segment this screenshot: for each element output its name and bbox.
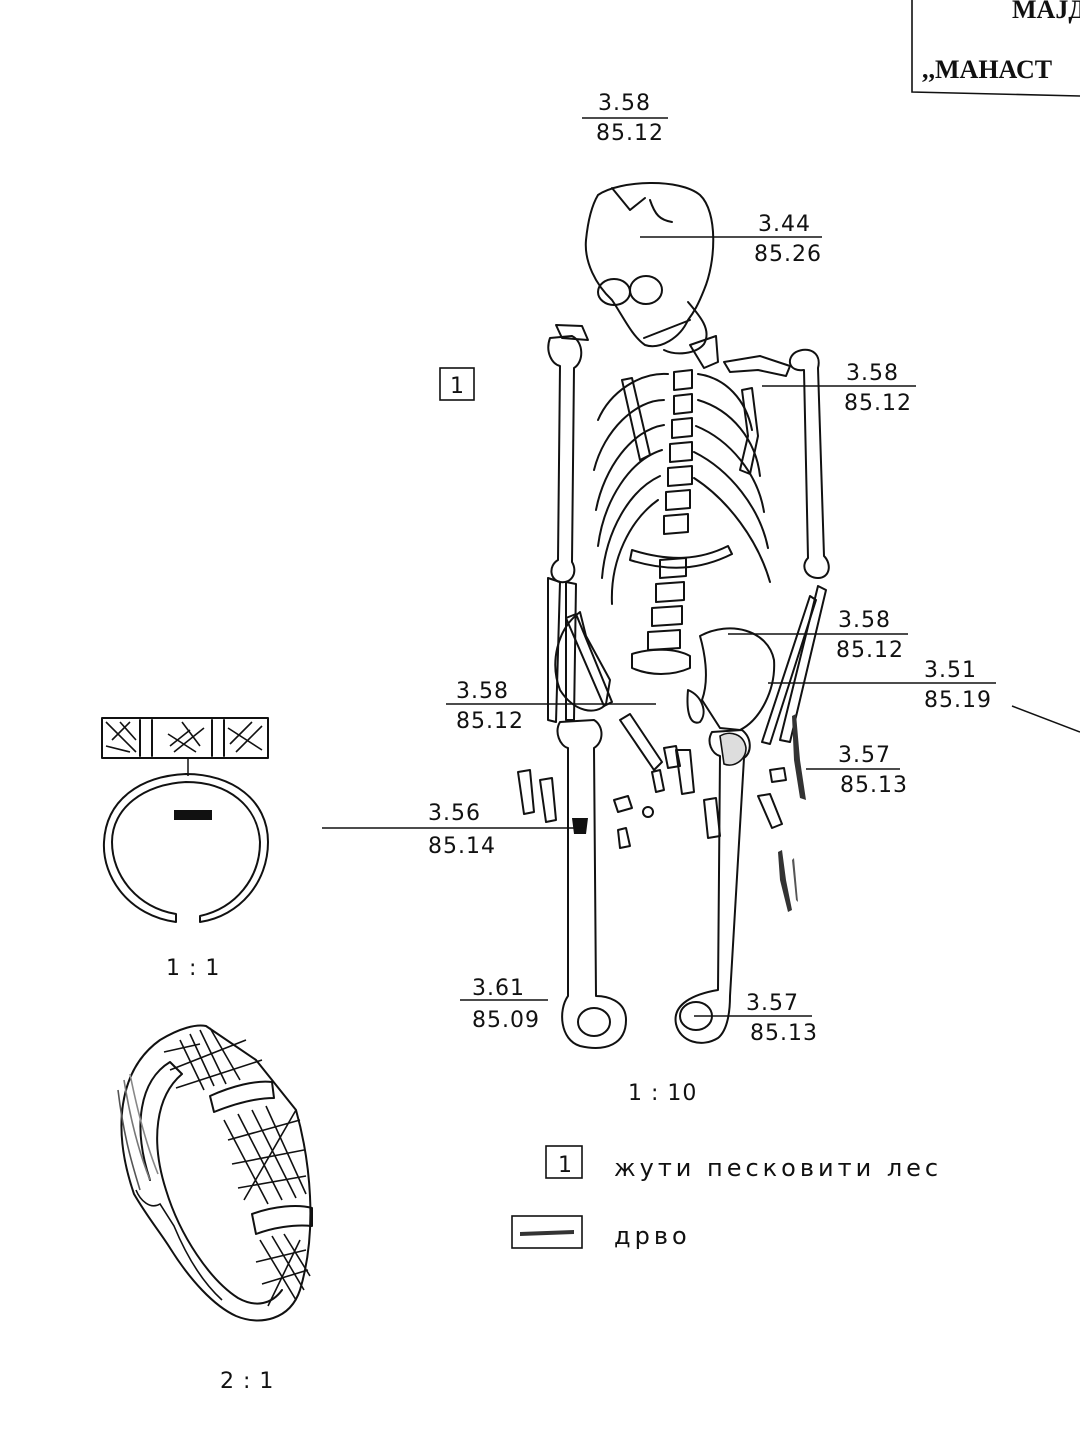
elevation-right-foot-lower: 85.13 [750,1021,818,1046]
ribs-left [593,372,669,605]
skeleton-label-box: 1 [439,367,475,401]
skeleton [517,182,830,1049]
elevation-top-lower: 85.12 [596,121,664,146]
elevation-pelvis-right-lower: 85.12 [836,638,904,663]
elevation-leaders [322,117,1080,1017]
elevation-skull-lower: 85.26 [754,242,822,267]
spine [631,369,693,675]
elevation-wood-lower: 85.13 [840,773,908,798]
elevation-top-upper: 3.58 [598,91,651,116]
elevation-right-foot-upper: 3.57 [746,991,799,1016]
wood-symbol-icon [511,1215,583,1249]
elevation-left-foot-lower: 85.09 [472,1008,540,1033]
elevation-ring-lower: 85.14 [428,834,496,859]
scale-ring-view: 2 : 1 [220,1369,274,1394]
elevation-forearm-upper: 3.51 [924,658,977,683]
elevation-shoulder-lower: 85.12 [844,391,912,416]
hand-bones [517,613,787,849]
legend-text-loess: жути песковити лес [614,1154,942,1182]
wood-fragments [778,714,806,912]
header-line-2: ,,МАНАСТ [922,55,1052,84]
header-box: МАЈД ,,МАНАСТ [911,0,1080,97]
elevation-labels: 3.58 85.12 3.44 85.26 3.58 85.12 3.58 85… [428,91,992,1046]
header-line-1: МАЈД [1012,0,1080,24]
ring-view-drawing: 2 : 1 [117,1024,313,1394]
elevation-wood-upper: 3.57 [838,743,891,768]
ring-on-finger [572,818,588,834]
scale-ring-plan: 1 : 1 [166,956,220,981]
elevation-pelvis-left-lower: 85.12 [456,709,524,734]
ring-plan-drawing: 1 : 1 [101,717,269,981]
elevation-pelvis-right-upper: 3.58 [838,608,891,633]
elevation-forearm-lower: 85.19 [924,688,992,713]
elevation-pelvis-left-upper: 3.58 [456,679,509,704]
elevation-left-foot-upper: 3.61 [472,976,525,1001]
elevation-ring-upper: 3.56 [428,801,481,826]
legend: 1 жути песковити лес дрво [511,1145,942,1250]
scale-skeleton: 1 : 10 [628,1081,697,1106]
ribs-right [693,373,771,583]
elevation-shoulder-upper: 3.58 [846,361,899,386]
legend-symbol-loess: 1 [558,1153,572,1178]
skeleton-label: 1 [450,374,464,399]
legend-text-wood: дрво [614,1222,691,1250]
elevation-skull-upper: 3.44 [758,212,811,237]
